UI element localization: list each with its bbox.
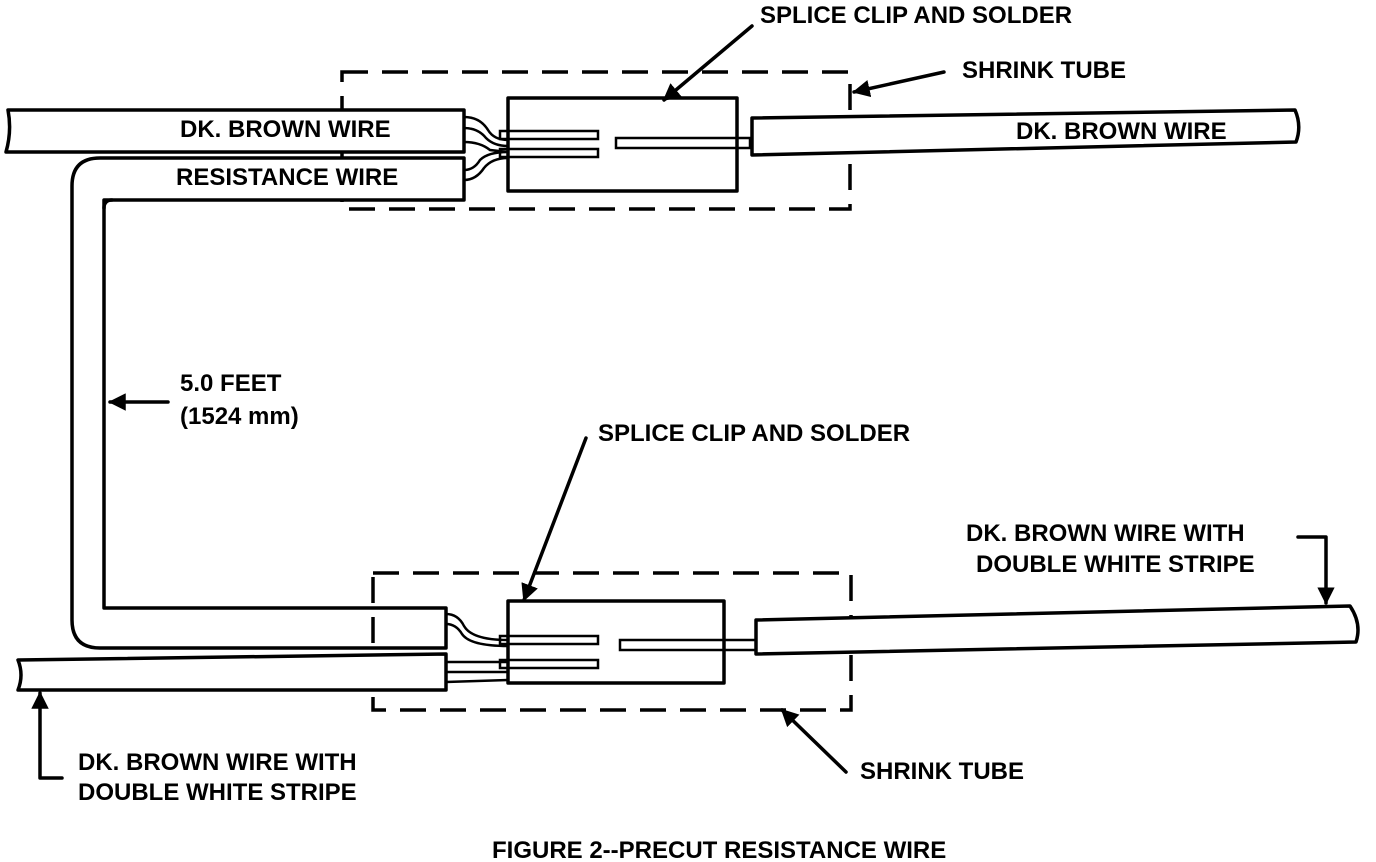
- label-stripe-left-line2: DOUBLE WHITE STRIPE: [78, 779, 357, 806]
- splice-clip-bottom-slot-left: [498, 634, 600, 646]
- label-length-mm: (1524 mm): [180, 403, 299, 430]
- splice-clip-top-slot-left: [498, 129, 600, 141]
- arrow-shrink-bottom: [780, 708, 848, 774]
- dk-brown-wire-right-top: [750, 108, 1301, 157]
- label-stripe-right-line1: DK. BROWN WIRE WITH: [966, 520, 1245, 547]
- arrow-stripe-right: [1296, 535, 1335, 605]
- label-splice-top: SPLICE CLIP AND SOLDER: [760, 2, 1072, 29]
- conductor-strands-top-left: [463, 115, 509, 182]
- label-shrink-top: SHRINK TUBE: [962, 57, 1126, 84]
- figure-caption: FIGURE 2--PRECUT RESISTANCE WIRE: [492, 837, 946, 862]
- arrow-splice-bottom: [521, 436, 588, 602]
- splice-clip-bottom-slot-right: [618, 638, 758, 652]
- splice-clip-top-slot-right: [614, 136, 752, 150]
- arrow-splice-top: [662, 24, 754, 102]
- label-splice-bottom: SPLICE CLIP AND SOLDER: [598, 420, 910, 447]
- label-length-feet: 5.0 FEET: [180, 370, 282, 397]
- label-shrink-bottom: SHRINK TUBE: [860, 758, 1024, 785]
- label-dk-brown-left-top: DK. BROWN WIRE: [180, 116, 391, 143]
- dk-brown-wire-stripe-left-bottom: [16, 652, 448, 692]
- splice-clip-bottom: [506, 599, 726, 685]
- dk-brown-wire-left-top: [4, 108, 466, 154]
- resistance-wire-loop: [70, 156, 466, 650]
- shrink-tube-bottom: [371, 571, 853, 712]
- conductor-strands-bottom-left: [445, 612, 509, 684]
- arrow-shrink-top: [852, 70, 946, 98]
- label-dk-brown-right-top: DK. BROWN WIRE: [1016, 118, 1227, 145]
- splice-clip-bottom-slot-lower: [498, 658, 600, 670]
- dk-brown-wire-stripe-right-bottom: [754, 604, 1360, 656]
- arrow-stripe-left: [31, 691, 64, 780]
- label-resistance-wire: RESISTANCE WIRE: [176, 164, 398, 191]
- label-stripe-right-line2: DOUBLE WHITE STRIPE: [976, 551, 1255, 578]
- splice-clip-top-slot-lower: [498, 147, 600, 159]
- splice-clip-top: [506, 96, 739, 193]
- label-stripe-left-line1: DK. BROWN WIRE WITH: [78, 749, 357, 776]
